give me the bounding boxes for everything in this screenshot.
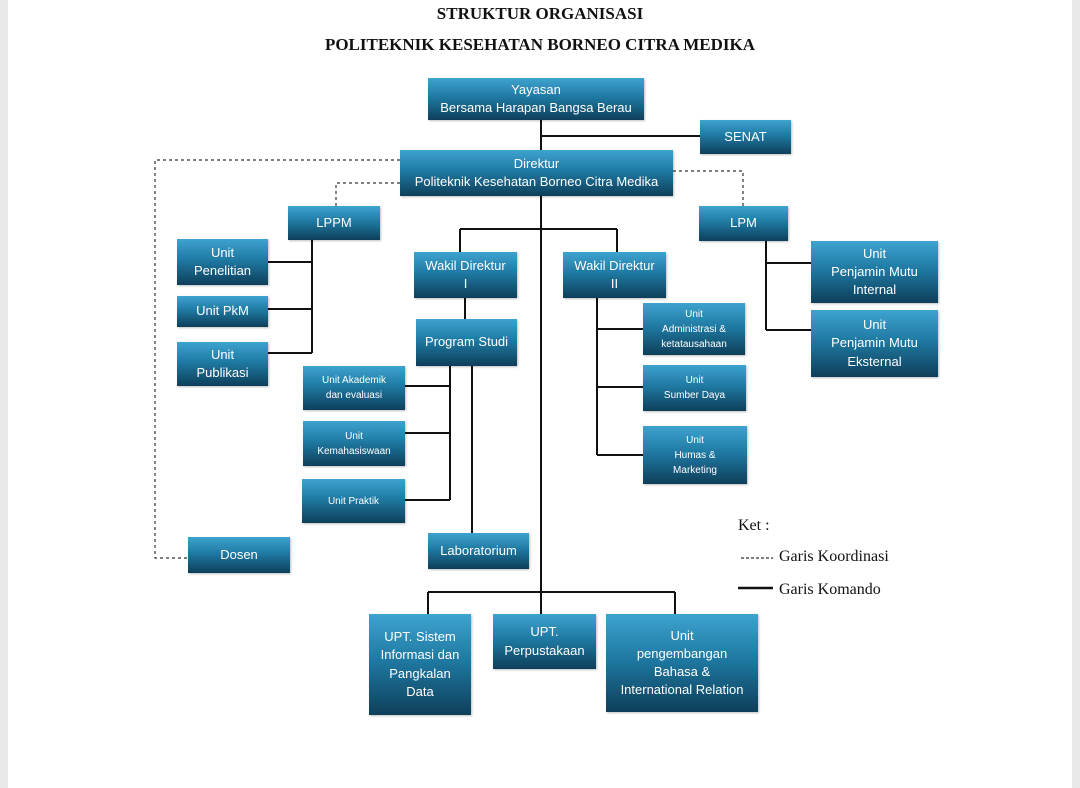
node-upt-perpus-line2: Perpustakaan [504, 642, 585, 658]
node-direktur-line1: Direktur [513, 155, 560, 171]
legend-solid-label: Garis Komando [779, 581, 881, 598]
node-unit-publikasi-line2: Publikasi [196, 365, 249, 380]
node-unit-sumber-daya: Unit Sumber Daya [643, 365, 746, 411]
node-unit-pme-line2: Penjamin Mutu [831, 335, 918, 351]
node-upt-si-line4: Data [406, 683, 434, 699]
node-yayasan: Yayasan Bersama Harapan Bangsa Berau [428, 78, 644, 120]
node-unit-humas-line3: Marketing [673, 464, 717, 476]
coordination-line [154, 159, 400, 559]
node-wadir1-line1: Wakil Direktur [425, 257, 506, 273]
node-unit-penelitian-line2: Penelitian [193, 263, 252, 278]
node-laboratorium-label: Laboratorium [440, 542, 517, 558]
node-senat-label: SENAT [724, 128, 767, 144]
legend-title: Ket : [738, 517, 770, 534]
node-unit-kemahasiswaan-line2: Kemahasiswaan [317, 445, 391, 457]
node-upt-si-line1: UPT. Sistem [384, 629, 456, 645]
node-lpm: LPM [699, 206, 788, 241]
node-unit-bahasa-line4: International Relation [620, 682, 744, 698]
node-lppm-label: LPPM [316, 214, 352, 230]
node-upt-perpus-line1: UPT. [530, 624, 559, 640]
node-lppm: LPPM [288, 206, 380, 240]
node-upt-si-line3: Pangkalan [389, 665, 451, 681]
node-unit-penjamin-mutu-internal: Unit Penjamin Mutu Internal [811, 241, 938, 303]
node-laboratorium: Laboratorium [428, 533, 529, 569]
node-unit-pkm: Unit PkM [177, 296, 268, 327]
node-unit-humas-line2: Humas & [674, 449, 716, 461]
page-title: STRUKTUR ORGANISASI [436, 4, 644, 23]
node-unit-kemahasiswaan-line1: Unit [345, 430, 363, 442]
node-unit-publikasi-line1: Unit [210, 346, 235, 362]
node-wakil-direktur-1: Wakil Direktur I [414, 252, 517, 298]
legend-dashed-label: Garis Koordinasi [779, 548, 889, 565]
node-unit-penjamin-mutu-eksternal: Unit Penjamin Mutu Eksternal [811, 310, 938, 377]
node-program-studi-label: Program Studi [424, 334, 509, 350]
node-wakil-direktur-2: Wakil Direktur II [563, 252, 666, 298]
node-unit-praktik: Unit Praktik [302, 479, 405, 523]
node-upt-si-line2: Informasi dan [380, 647, 460, 663]
node-senat: SENAT [700, 120, 791, 154]
node-unit-kemahasiswaan: Unit Kemahasiswaan [303, 421, 405, 466]
node-upt-sistem-informasi: UPT. Sistem Informasi dan Pangkalan Data [369, 614, 471, 715]
node-unit-bahasa-line2: pengembangan [636, 645, 728, 661]
page-subtitle: POLITEKNIK KESEHATAN BORNEO CITRA MEDIKA [324, 35, 756, 54]
node-unit-akademik: Unit Akademik dan evaluasi [303, 366, 405, 410]
node-unit-pmi-line2: Penjamin Mutu [831, 263, 918, 279]
node-unit-administrasi-line1: Unit [685, 308, 703, 320]
node-unit-pme-line3: Eksternal [847, 353, 902, 369]
node-direktur-line2: Politeknik Kesehatan Borneo Citra Medika [414, 174, 659, 189]
node-dosen: Dosen [188, 537, 290, 573]
node-unit-administrasi: Unit Administrasi & ketatausahaan [643, 303, 745, 355]
node-unit-pme-line1: Unit [862, 317, 887, 333]
node-unit-penelitian: Unit Penelitian [177, 239, 268, 285]
node-program-studi: Program Studi [416, 319, 517, 366]
node-unit-akademik-line2: dan evaluasi [325, 390, 383, 401]
node-unit-publikasi: Unit Publikasi [177, 342, 268, 386]
node-unit-humas-line1: Unit [686, 434, 704, 446]
node-wadir2-line2: II [610, 276, 619, 291]
node-direktur: Direktur Politeknik Kesehatan Borneo Cit… [400, 150, 673, 196]
node-unit-bahasa-line3: Bahasa & [653, 664, 711, 679]
node-wadir1-line2: I [463, 276, 468, 291]
node-lpm-label: LPM [730, 215, 757, 231]
node-yayasan-line2: Bersama Harapan Bangsa Berau [440, 100, 632, 115]
node-unit-administrasi-line3: ketatausahaan [661, 338, 727, 350]
node-unit-pmi-line3: Internal [852, 282, 897, 298]
node-unit-humas: Unit Humas & Marketing [643, 426, 747, 484]
node-upt-perpustakaan: UPT. Perpustakaan [493, 614, 596, 669]
node-unit-penelitian-line1: Unit [210, 244, 235, 260]
node-unit-administrasi-line2: Administrasi & [662, 323, 726, 335]
node-unit-pengembangan-bahasa: Unit pengembangan Bahasa & International… [606, 614, 758, 712]
coordination-line [673, 170, 744, 206]
node-unit-sdm-line1: Unit [685, 375, 704, 386]
node-unit-sdm-line2: Sumber Daya [663, 390, 726, 401]
coordination-line [335, 182, 400, 206]
node-unit-praktik-label: Unit Praktik [327, 495, 380, 507]
node-unit-pkm-label: Unit PkM [196, 303, 249, 319]
node-unit-akademik-line1: Unit Akademik [322, 375, 386, 386]
node-yayasan-line1: Yayasan [511, 81, 561, 97]
node-unit-bahasa-line1: Unit [670, 627, 694, 643]
node-dosen-label: Dosen [220, 546, 258, 562]
node-unit-pmi-line1: Unit [862, 245, 887, 261]
node-wadir2-line1: Wakil Direktur [574, 257, 655, 273]
